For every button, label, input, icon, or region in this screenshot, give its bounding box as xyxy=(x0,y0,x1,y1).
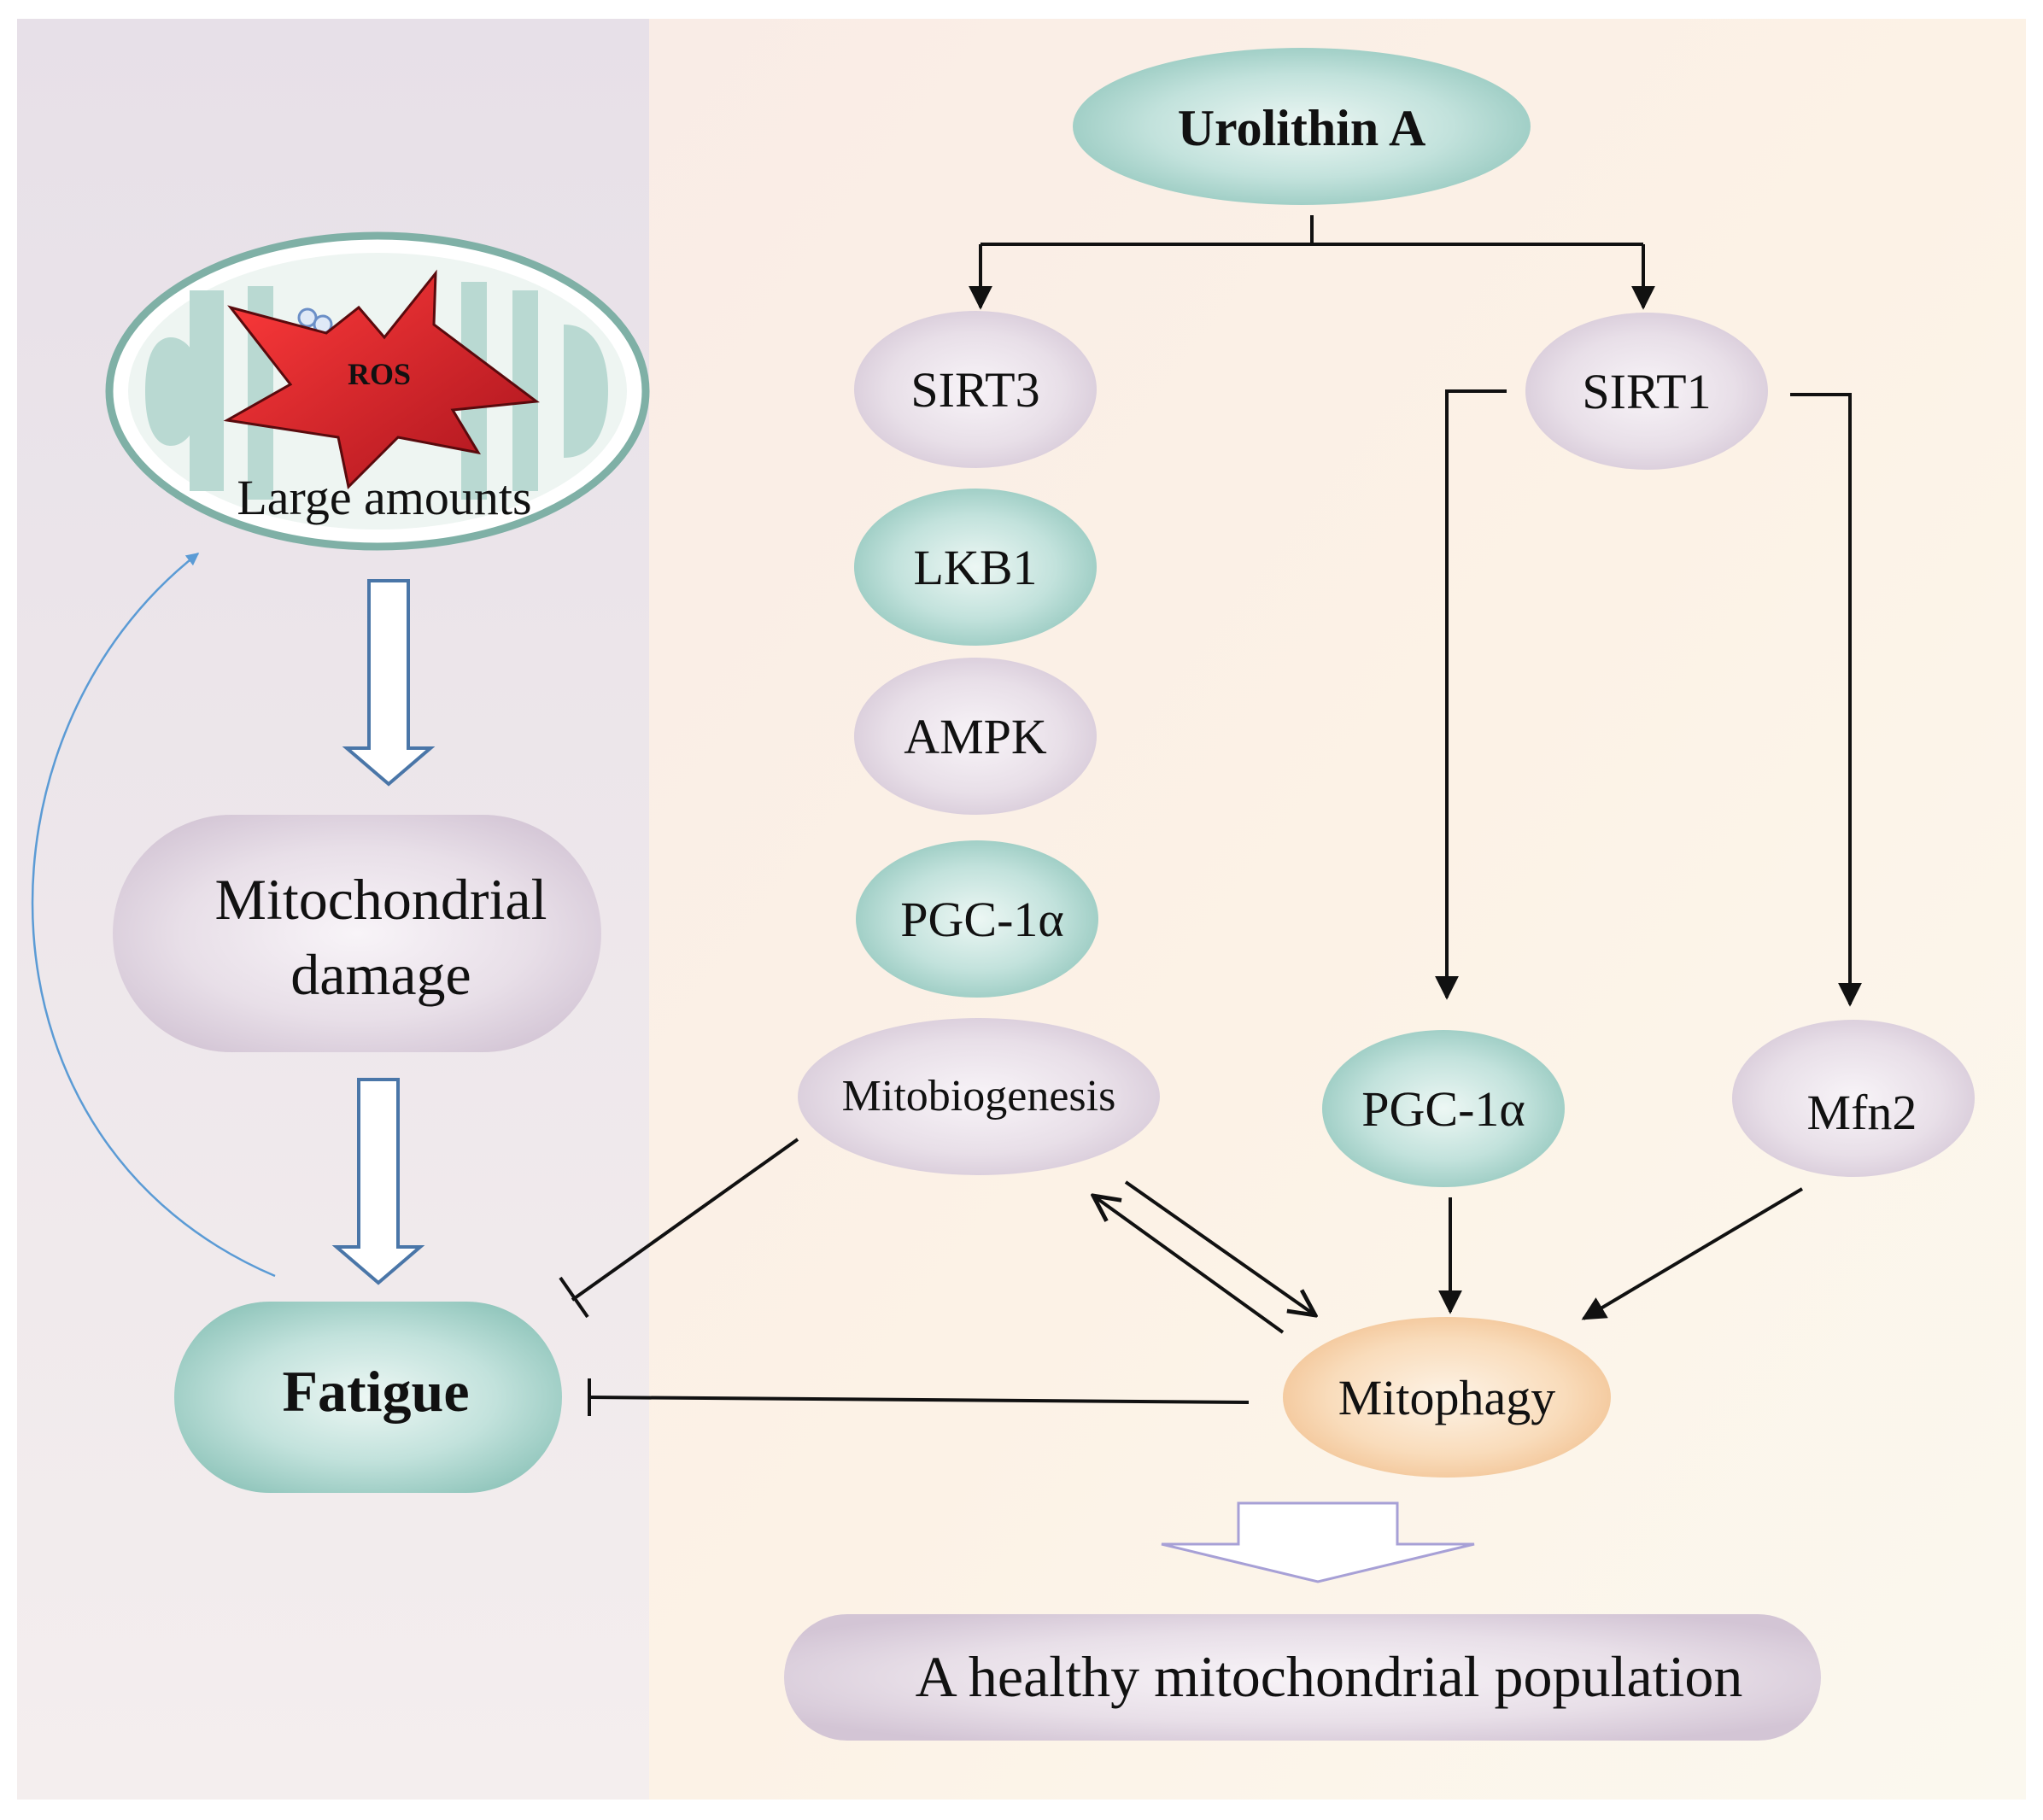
mitochondrial-damage-line1: Mitochondrial xyxy=(214,867,547,932)
sirt1-branch-connectors xyxy=(1435,389,1862,1007)
feedback-arrow xyxy=(31,553,276,1278)
lkb1-label: LKB1 xyxy=(914,540,1038,595)
hollow-arrow-ros-to-damage xyxy=(342,579,436,787)
mfn2-node xyxy=(1732,1020,1975,1177)
mitobiogenesis-mitophagy-exchange xyxy=(1093,1180,1315,1334)
to-mitophagy-connectors xyxy=(1438,1187,1804,1320)
mitophagy-label: Mitophagy xyxy=(1338,1370,1556,1425)
pgc1a-right-node xyxy=(1322,1030,1565,1187)
healthy-population-label: A healthy mitochondrial population xyxy=(916,1644,1743,1709)
mfn2-label: Mfn2 xyxy=(1807,1085,1917,1140)
mitobiogenesis-node xyxy=(798,1018,1160,1175)
fatigue-label: Fatigue xyxy=(282,1359,469,1424)
inhibition-connectors xyxy=(559,1138,1250,1416)
pgc1a-left-label: PGC-1α xyxy=(900,892,1064,947)
pgc1a-right-label: PGC-1α xyxy=(1361,1081,1525,1137)
hollow-arrow-damage-to-fatigue xyxy=(331,1078,425,1285)
hollow-arrow-to-healthy xyxy=(1161,1501,1475,1583)
large-amounts-label: Large amounts xyxy=(237,470,531,525)
ampk-node xyxy=(854,658,1097,815)
fatigue-node xyxy=(174,1302,562,1493)
sirt1-node xyxy=(1525,313,1768,470)
sirt1-label: SIRT1 xyxy=(1582,364,1711,419)
mitobiogenesis-label: Mitobiogenesis xyxy=(842,1072,1116,1121)
sirt3-node xyxy=(854,311,1097,468)
urolithin-a-node xyxy=(1073,48,1531,205)
ros-burst-icon xyxy=(223,269,540,490)
ampk-label: AMPK xyxy=(904,709,1047,764)
ros-label: ROS xyxy=(348,357,411,391)
healthy-population-node xyxy=(784,1614,1821,1741)
pgc1a-left-node xyxy=(856,840,1098,998)
mitochondrial-damage-node xyxy=(113,815,601,1052)
urolithin-split-connector xyxy=(969,215,1655,310)
lkb1-node xyxy=(854,489,1097,646)
sirt3-label: SIRT3 xyxy=(910,362,1039,418)
urolithin-a-label: Urolithin A xyxy=(1178,100,1426,156)
mitophagy-node xyxy=(1283,1317,1611,1478)
mitochondrial-damage-line2: damage xyxy=(290,942,471,1007)
